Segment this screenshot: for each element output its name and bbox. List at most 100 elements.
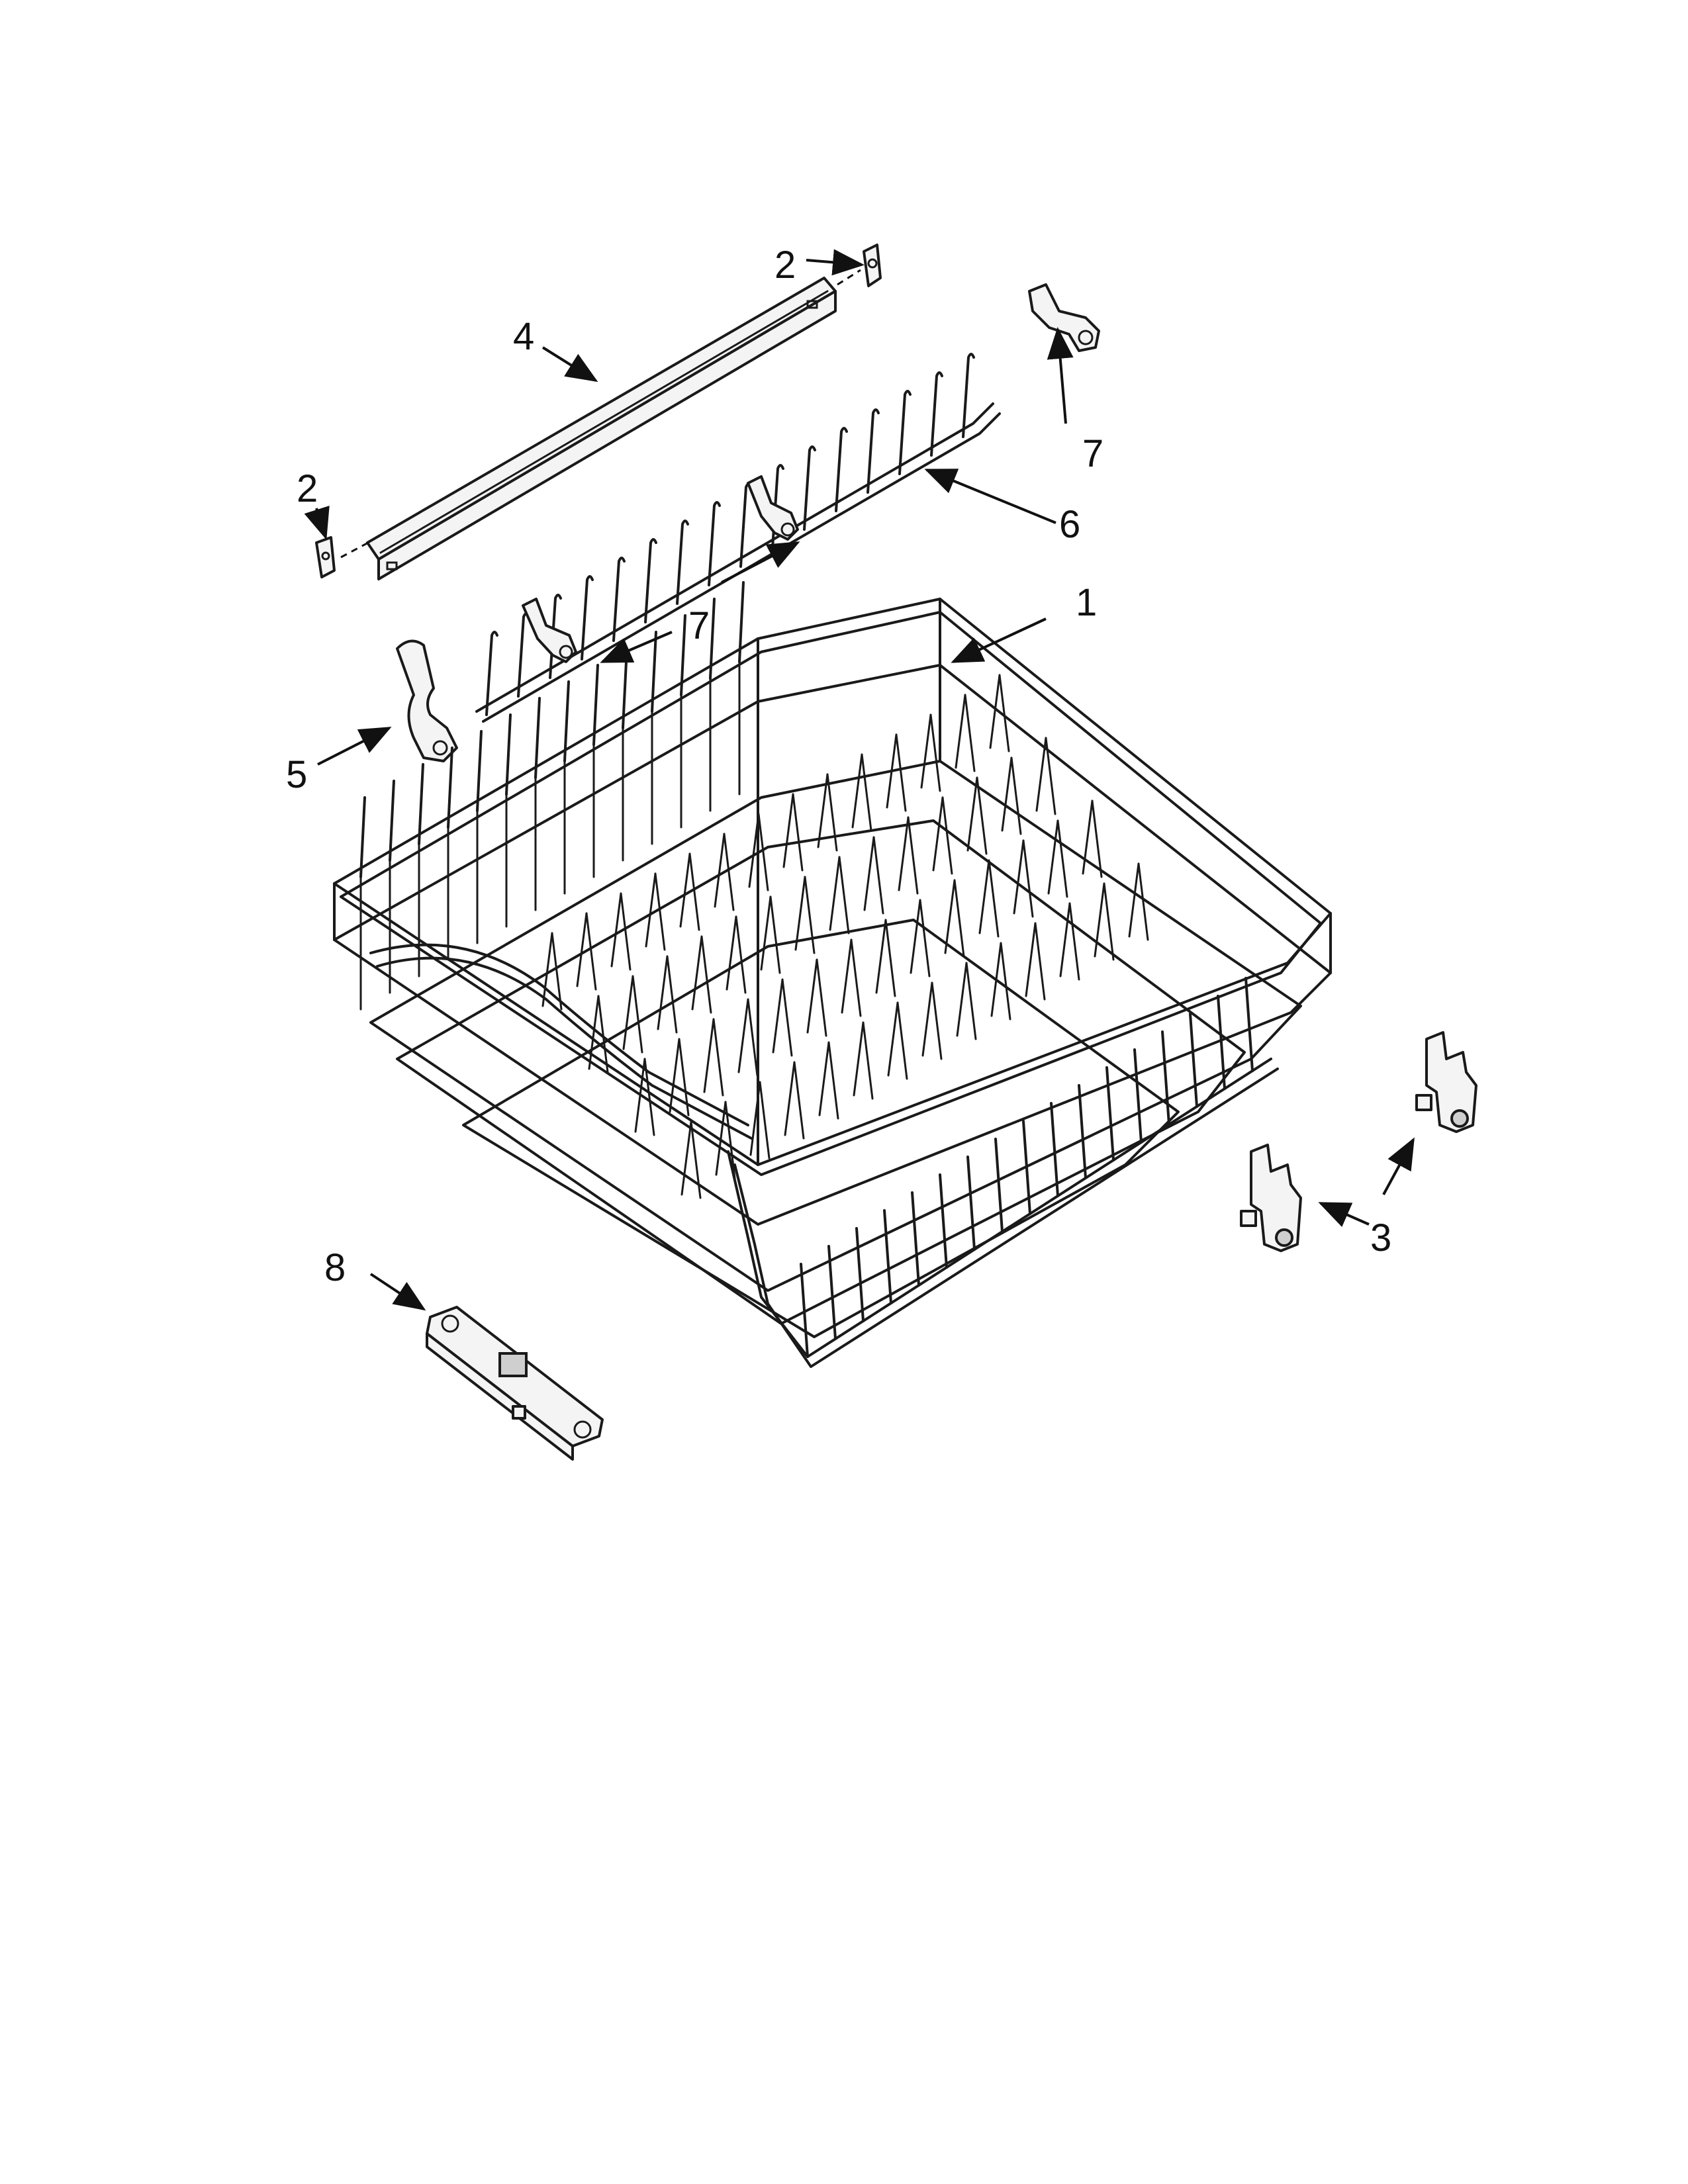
tine-clip-mid-a [747, 475, 799, 541]
rack-tine [794, 876, 806, 951]
rack-tine [781, 978, 793, 1057]
rack-tine [896, 1001, 908, 1080]
rack-front-upright [1217, 995, 1226, 1090]
rack-tine [886, 733, 898, 809]
rack-tine [1045, 737, 1056, 815]
rack-tine [932, 796, 944, 872]
rack-tine [1013, 839, 1025, 915]
rack-tine [818, 1041, 830, 1116]
rack-tine [772, 978, 784, 1054]
rack-tine [691, 935, 703, 1011]
rack-tine [827, 1041, 839, 1120]
tine-clip-right [1028, 283, 1100, 352]
rack-tine [921, 981, 933, 1057]
rack-front-upright [1161, 1030, 1170, 1126]
rack-tine [622, 975, 634, 1050]
rack-tine [895, 733, 907, 812]
rack-tine [1059, 902, 1071, 978]
rack-front-upright [1022, 1120, 1031, 1215]
rack-tine [875, 919, 887, 994]
rack-tine [941, 796, 953, 875]
rack-upright [418, 763, 424, 845]
tine-row-tine [708, 501, 721, 586]
tine-row-tine [898, 390, 912, 475]
rack-upright [359, 796, 366, 878]
rack-tine [907, 816, 919, 895]
rack-tine [1035, 737, 1047, 812]
rack-tine [1022, 839, 1034, 918]
rack-tine [829, 856, 841, 931]
rack-tine [679, 852, 691, 928]
rack-tine [850, 938, 862, 1017]
rack-tine [657, 955, 669, 1030]
rack-tine [955, 694, 966, 769]
callout-4: 4 [513, 315, 534, 358]
rack-tine [597, 995, 609, 1073]
rack-tine [816, 958, 827, 1037]
rail-part [340, 269, 861, 580]
rack-tine [966, 776, 978, 852]
rack-tine [634, 1058, 646, 1133]
rack-front-upright [1133, 1048, 1143, 1144]
callout-7-right: 7 [1082, 432, 1103, 475]
rack-front-upright [939, 1173, 948, 1269]
rack-front-upright [911, 1191, 920, 1287]
rack-stop-part [426, 1306, 604, 1461]
tine-row-tine [581, 575, 594, 660]
rack-tine [1010, 756, 1022, 835]
rack-front-upright [1105, 1066, 1115, 1161]
rack-tine [735, 915, 747, 994]
tine-row-tine [644, 538, 657, 623]
rack-tine [715, 1101, 727, 1176]
rack-tine [610, 892, 622, 968]
rack-upright [505, 713, 512, 796]
rack-tine [669, 1038, 680, 1113]
rack-tine [620, 892, 632, 971]
rack-front-upright [1189, 1013, 1198, 1108]
rack-tine [1001, 756, 1013, 832]
rack-upright [563, 680, 570, 762]
rack-tine [841, 938, 853, 1014]
rack-front-upright [883, 1209, 892, 1304]
rack-tine [838, 856, 850, 934]
rack-tine [998, 674, 1010, 752]
rack-tine [1128, 862, 1140, 938]
rack-tine [884, 919, 896, 997]
rack-tine [757, 813, 769, 891]
rack-tine [703, 1018, 715, 1093]
rack-tine [919, 899, 931, 978]
rack-tine [654, 872, 666, 951]
rack-tine [1025, 922, 1037, 997]
rack-tine [1103, 882, 1115, 961]
tine-row-tine [962, 353, 975, 438]
callout-5: 5 [286, 753, 307, 796]
callout-2-top: 2 [774, 244, 796, 287]
rack-tine [887, 1001, 899, 1077]
end-cap-left [315, 536, 336, 578]
upper-rack-part [333, 581, 1332, 1368]
rack-tine [690, 1120, 702, 1199]
rack-tine [1137, 862, 1149, 941]
rack-tine [760, 895, 772, 971]
rack-tine [929, 713, 941, 792]
rack-tine [953, 879, 965, 958]
rack-tine [666, 955, 678, 1034]
rack-tine [1056, 819, 1068, 898]
rack-tine [1034, 922, 1046, 1001]
rack-front-upright [1050, 1102, 1059, 1197]
rack-tine [1082, 799, 1094, 875]
rack-tine [989, 674, 1001, 749]
rack-tine [747, 998, 759, 1077]
rack-tine [700, 935, 712, 1014]
rack-front-upright [827, 1245, 837, 1340]
rack-tine [988, 859, 1000, 938]
rack-tine [1068, 902, 1080, 981]
tine-row-tine [485, 631, 498, 716]
rack-tine [714, 833, 726, 908]
rack-tine [784, 1061, 796, 1136]
end-cap-top [863, 244, 882, 287]
rack-front-upright [966, 1156, 976, 1251]
rack-front-upright [855, 1227, 865, 1322]
rack-tine [978, 859, 990, 934]
